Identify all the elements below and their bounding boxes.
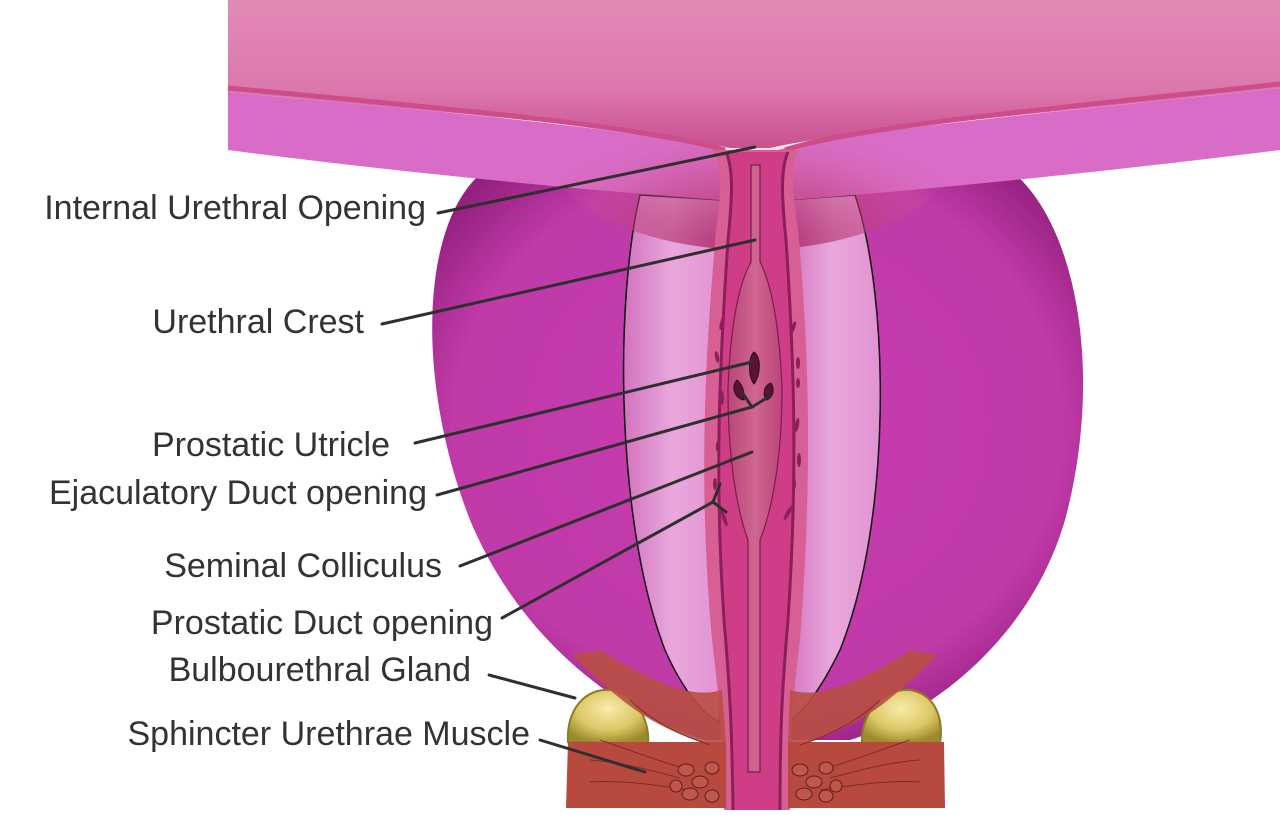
urethra-inner-edge-right <box>778 151 796 811</box>
bladder-funnel-shading <box>542 30 962 250</box>
label-prostatic-utricle: Prostatic Utricle <box>152 426 390 464</box>
leader-seminal-colliculus <box>458 450 754 568</box>
labels: Internal Urethral Opening Urethral Crest… <box>44 189 530 753</box>
sphincter-urethrae-muscle <box>566 650 945 808</box>
label-ejaculatory-duct-opening: Ejaculatory Duct opening <box>49 474 427 512</box>
bladder-mucosa-line <box>227 81 1280 153</box>
bladder-wall <box>228 88 1280 200</box>
label-sphincter-urethrae-muscle: Sphincter Urethrae Muscle <box>127 715 530 753</box>
ejaculatory-duct-opening-left <box>733 379 745 401</box>
label-urethral-crest: Urethral Crest <box>152 303 364 341</box>
leader-prostatic-duct-branch <box>711 500 728 514</box>
leader-internal-urethral-opening <box>436 145 757 215</box>
urethra-inner-edge-left <box>717 151 735 811</box>
leader-lines <box>380 145 772 774</box>
prostatic-duct-openings <box>713 316 801 527</box>
leader-sphincter-urethrae-muscle <box>538 738 647 774</box>
leader-urethral-crest <box>380 238 757 326</box>
label-internal-urethral-opening: Internal Urethral Opening <box>44 189 426 227</box>
leader-ejaculatory-duct-branch <box>750 394 772 409</box>
label-seminal-colliculus: Seminal Colliculus <box>164 547 442 585</box>
leader-bulbourethral-gland <box>487 673 577 700</box>
label-prostatic-duct-opening: Prostatic Duct opening <box>151 604 493 642</box>
prostatic-utricle-opening <box>749 351 760 385</box>
urethral-crest-ridge <box>727 164 783 773</box>
label-bulbourethral-gland: Bulbourethral Gland <box>169 651 471 689</box>
leader-prostatic-utricle <box>413 360 754 445</box>
